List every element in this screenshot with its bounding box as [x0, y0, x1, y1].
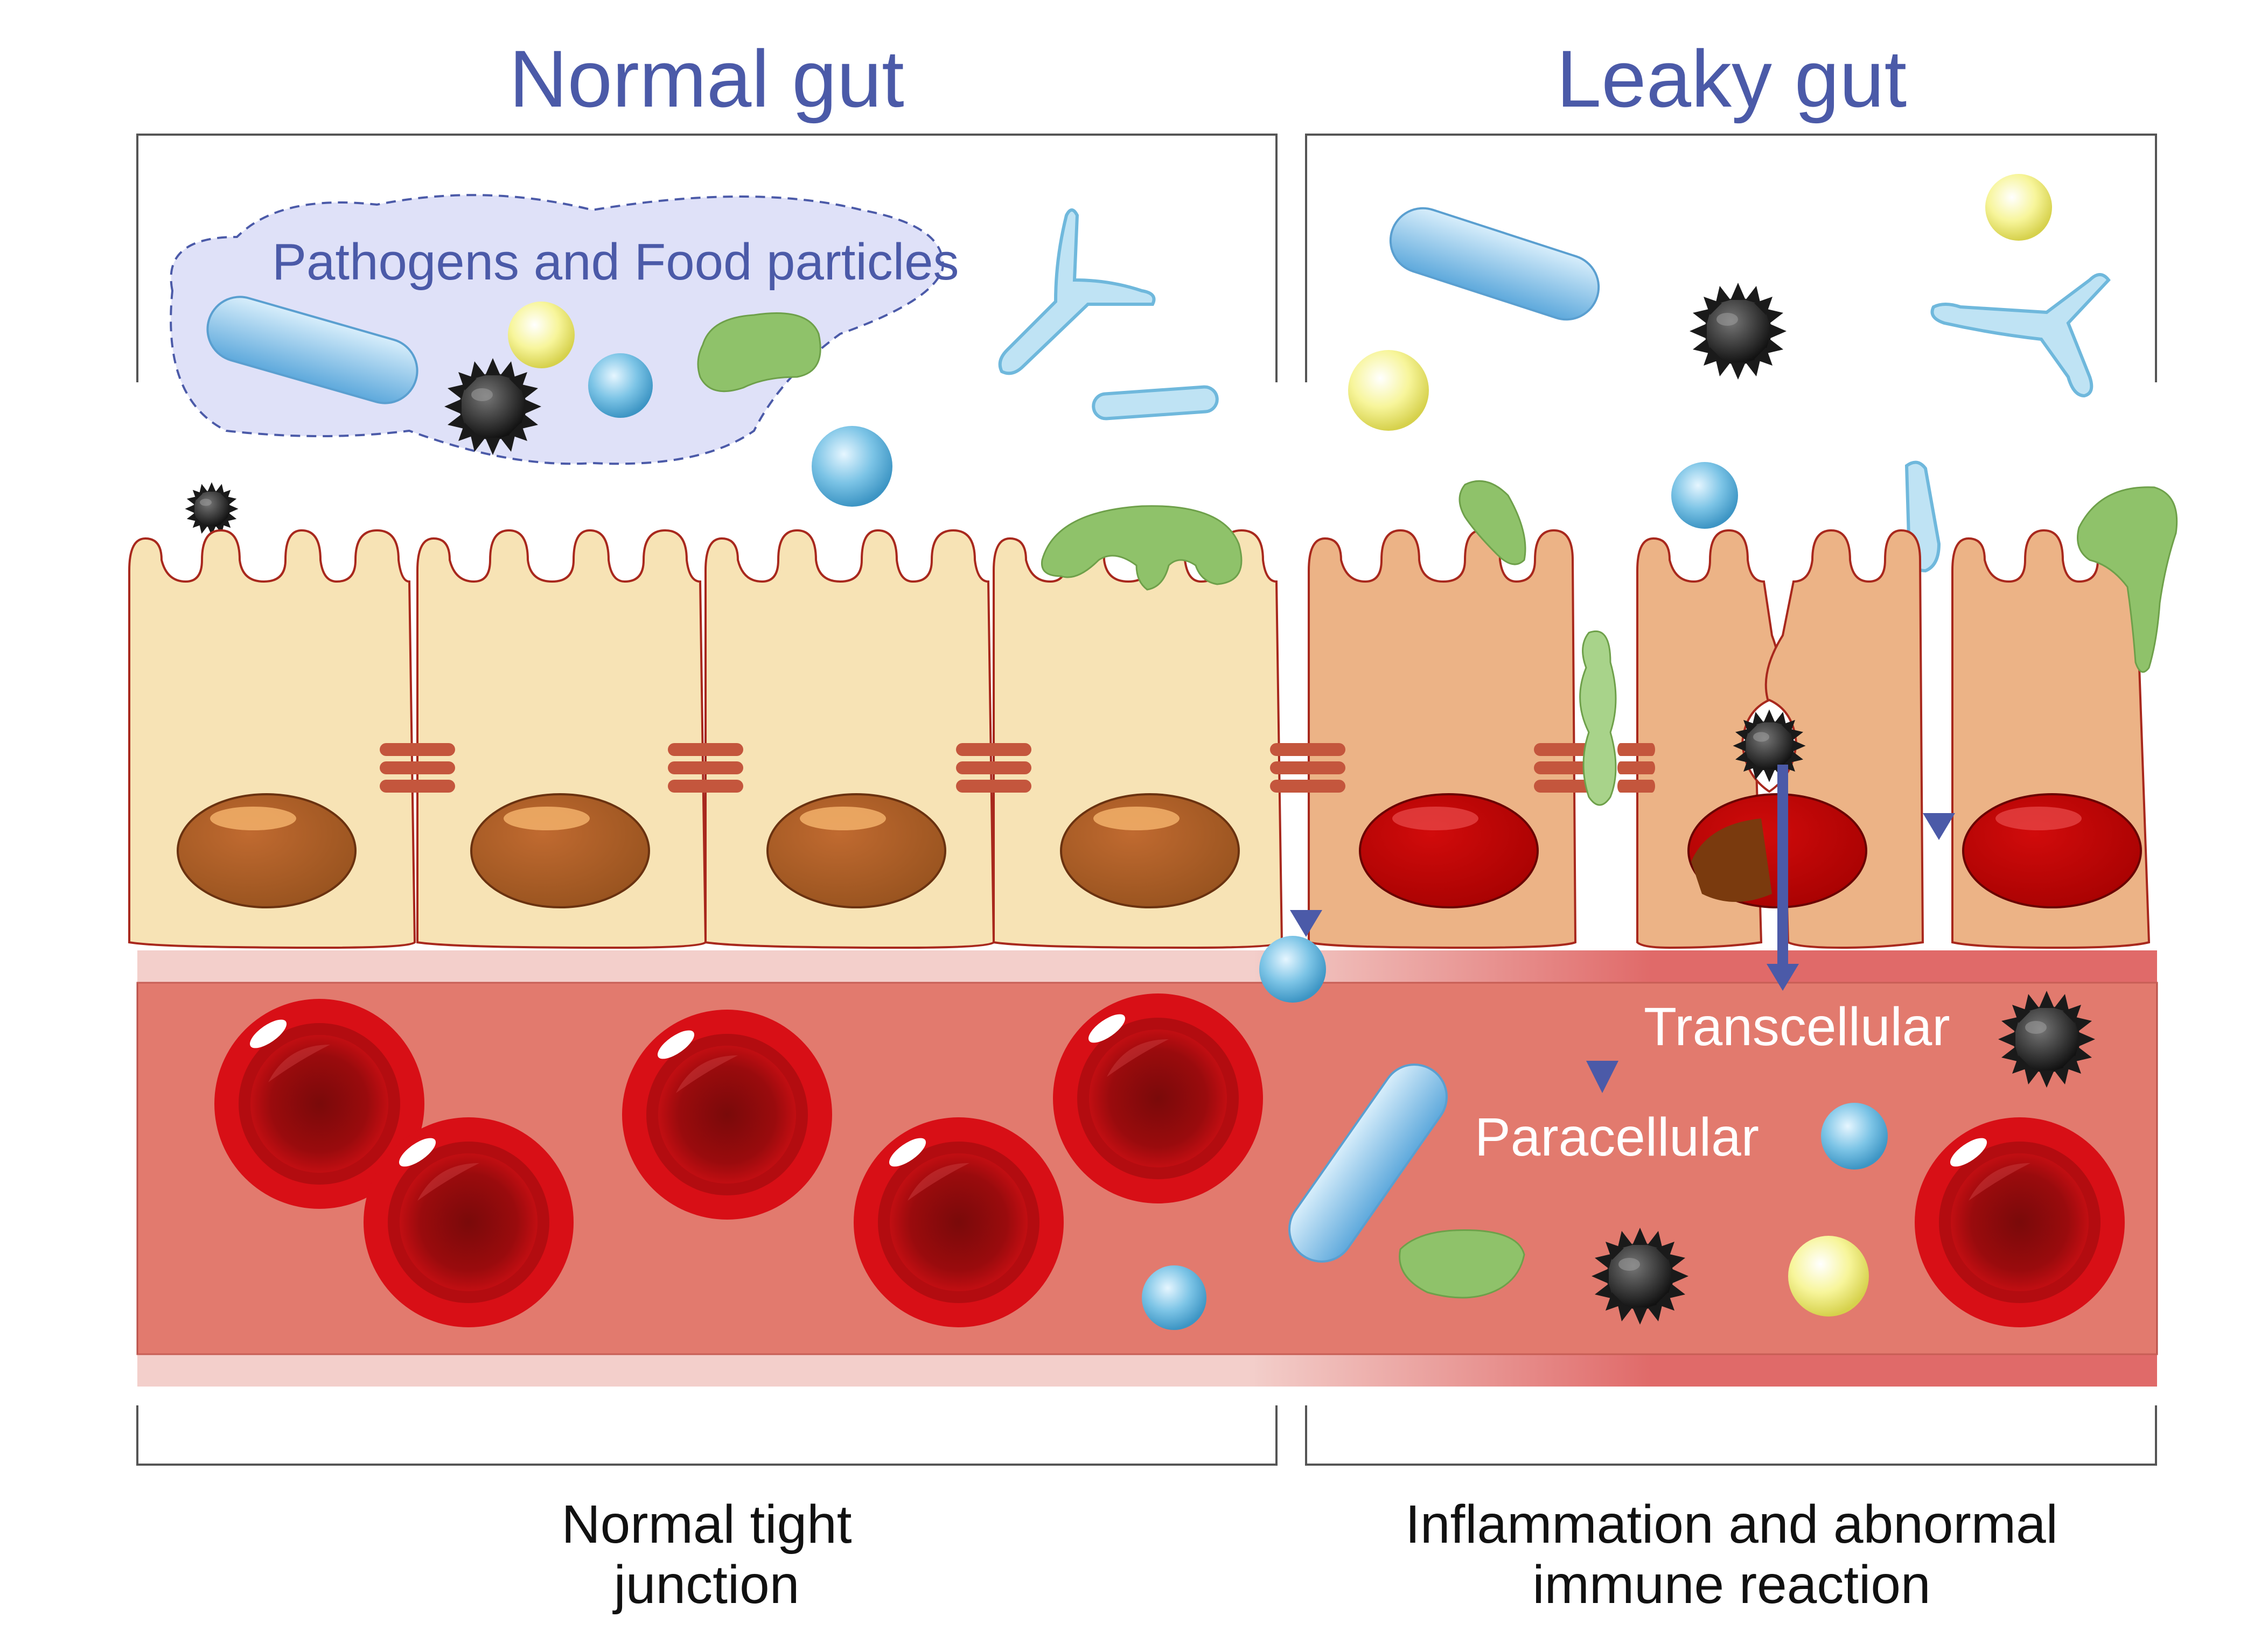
- paracellular-arrows: [1290, 662, 1618, 1093]
- title-leaky-gut: Leaky gut: [1556, 33, 1907, 124]
- caption-leaky-line2: immune reaction: [1532, 1555, 1931, 1615]
- blue-particle: [1821, 1103, 1888, 1170]
- fungus-hypha: [998, 208, 1156, 375]
- caption-leaky-line1: Inflammation and abnormal: [1405, 1494, 2058, 1555]
- blood-vessel: [136, 936, 2158, 1387]
- red-blood-cell: [622, 1010, 832, 1220]
- food-particle: [1399, 1229, 1525, 1299]
- food-particle: [697, 312, 821, 393]
- tight-junction: [380, 743, 455, 793]
- blue-particle: [1259, 936, 1326, 1003]
- frame-lines: [136, 134, 2157, 1466]
- caption-leaky: Inflammation and abnormal immune reactio…: [1381, 1494, 2082, 1615]
- virus-icon: [1592, 1228, 1688, 1325]
- blue-particle: [1671, 462, 1738, 529]
- virus-icon: [185, 482, 239, 536]
- fungus-rod: [1092, 385, 1219, 421]
- yellow-particle: [508, 302, 575, 368]
- red-blood-cell: [1053, 993, 1263, 1203]
- paracellular-label: Paracellular: [1475, 1107, 1760, 1167]
- yellow-particle: [1788, 1236, 1869, 1317]
- blue-particle: [1142, 1265, 1206, 1330]
- transcellular-arrows: [1767, 576, 1955, 991]
- bacterium-rod: [206, 296, 418, 404]
- tight-junction: [956, 743, 1031, 793]
- food-particle: [1041, 505, 1243, 591]
- virus-icon: [1690, 283, 1787, 380]
- leaky-epithelium: [1270, 480, 2178, 949]
- bacterium-rod: [1288, 1063, 1448, 1263]
- tight-junction: [1617, 743, 1655, 793]
- title-normal-gut: Normal gut: [509, 33, 904, 124]
- food-particle: [1459, 480, 1526, 565]
- caption-normal-line1: Normal tight: [561, 1494, 852, 1555]
- yellow-particle: [1985, 174, 2052, 241]
- caption-normal-line2: junction: [613, 1555, 800, 1615]
- yellow-particle: [1348, 350, 1429, 431]
- fungus-hypha: [1930, 273, 2111, 398]
- virus-icon: [1998, 991, 2095, 1088]
- food-particle: [1579, 630, 1617, 806]
- transcellular-label: Transcellular: [1644, 997, 1950, 1057]
- red-blood-cell: [364, 1117, 574, 1327]
- blue-particle: [812, 426, 892, 507]
- virus-icon: [444, 358, 541, 455]
- normal-epithelium: [128, 505, 1283, 949]
- tight-junction: [668, 743, 743, 793]
- food-particle: [2077, 486, 2178, 673]
- bacterium-rod: [1389, 207, 1600, 321]
- red-blood-cell: [854, 1117, 1064, 1327]
- blue-particle: [588, 353, 653, 418]
- caption-normal: Normal tight junction: [491, 1494, 922, 1615]
- pathogens-label: Pathogens and Food particles: [272, 233, 959, 291]
- virus-icon: [1733, 709, 1806, 782]
- red-blood-cell: [1915, 1117, 2125, 1327]
